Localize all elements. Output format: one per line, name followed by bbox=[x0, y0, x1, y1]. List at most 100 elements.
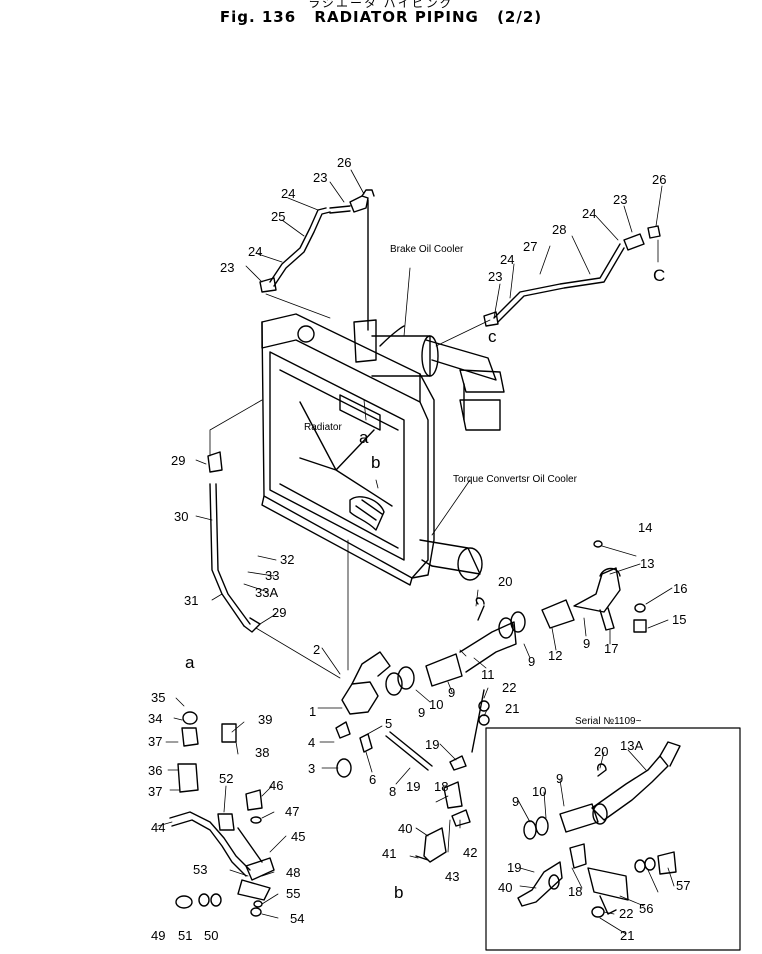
part-label: 26 bbox=[652, 172, 666, 187]
caption-brake-oil-cooler: Brake Oil Cooler bbox=[390, 244, 464, 255]
part-label: 22 bbox=[502, 680, 516, 695]
serial-inset bbox=[485, 727, 741, 951]
part-label: 42 bbox=[463, 845, 477, 860]
part-label: 33 bbox=[265, 568, 279, 583]
ref-b: b bbox=[371, 453, 380, 472]
part-label: 23 bbox=[488, 269, 502, 284]
japanese-title: ラジエータ パイピング bbox=[308, 0, 454, 10]
part-label: 13A bbox=[620, 738, 643, 753]
caption-radiator: Radiator bbox=[304, 422, 342, 433]
part-label: 52 bbox=[219, 771, 233, 786]
part-label: 15 bbox=[672, 612, 686, 627]
part-label: 18 bbox=[434, 779, 448, 794]
water-pipe-chain bbox=[335, 540, 647, 863]
part-label: 54 bbox=[290, 911, 304, 926]
part-label: 34 bbox=[148, 711, 162, 726]
repeat-labels: 24 23 23 24 24 23 26 29 9 9 9 18 19 37 4… bbox=[148, 172, 666, 943]
part-label: 56 bbox=[639, 901, 653, 916]
torque-converter-oil-cooler bbox=[419, 539, 483, 581]
part-label: 9 bbox=[556, 771, 563, 786]
part-label: 43 bbox=[445, 869, 459, 884]
part-label: 57 bbox=[676, 878, 690, 893]
ref-b-lower: b bbox=[394, 883, 403, 902]
radiator-body bbox=[261, 313, 435, 586]
brake-oil-cooler bbox=[353, 319, 505, 431]
part-label: 23 bbox=[313, 170, 327, 185]
part-label: 21 bbox=[620, 928, 634, 943]
part-label: 26 bbox=[337, 155, 351, 170]
part-label: 39 bbox=[258, 712, 272, 727]
part-label: 23 bbox=[220, 260, 234, 275]
part-label: 29 bbox=[272, 605, 286, 620]
ref-a: a bbox=[359, 428, 369, 447]
part-label: 28 bbox=[552, 222, 566, 237]
part-label: 46 bbox=[269, 778, 283, 793]
part-label: 5 bbox=[385, 716, 392, 731]
part-label: 50 bbox=[204, 928, 218, 943]
part-label: 6 bbox=[369, 772, 376, 787]
part-label: 20 bbox=[498, 574, 512, 589]
part-label: 27 bbox=[523, 239, 537, 254]
part-label: 17 bbox=[604, 641, 618, 656]
part-label: 24 bbox=[500, 252, 514, 267]
part-label: 30 bbox=[174, 509, 188, 524]
part-label: 2 bbox=[313, 642, 320, 657]
part-label: 55 bbox=[286, 886, 300, 901]
part-label: 32 bbox=[280, 552, 294, 567]
lower-left-parts bbox=[169, 711, 275, 917]
fig-sheet: (2/2) bbox=[497, 8, 543, 26]
part-label: 19 bbox=[507, 860, 521, 875]
part-label: 35 bbox=[151, 690, 165, 705]
part-label: 19 bbox=[425, 737, 439, 752]
part-label: 23 bbox=[613, 192, 627, 207]
part-label: 9 bbox=[418, 705, 425, 720]
part-label: 33A bbox=[255, 585, 278, 600]
part-label: 45 bbox=[291, 829, 305, 844]
part-label: 16 bbox=[673, 581, 687, 596]
part-label: 24 bbox=[248, 244, 262, 259]
caption-torque-cooler: Torque Convertsr Oil Cooler bbox=[453, 474, 578, 485]
part-label: 12 bbox=[548, 648, 562, 663]
ref-c: c bbox=[488, 327, 497, 346]
part-label: 9 bbox=[512, 794, 519, 809]
part-label: 29 bbox=[171, 453, 185, 468]
fig-number: Fig. 136 bbox=[219, 8, 297, 26]
part-label: 36 bbox=[148, 763, 162, 778]
caption-serial: Serial №1109~ bbox=[575, 716, 642, 727]
part-label: 4 bbox=[308, 735, 315, 750]
drain-hose bbox=[207, 451, 261, 633]
part-label: 24 bbox=[582, 206, 596, 221]
guide-lines bbox=[209, 267, 491, 679]
part-label: 53 bbox=[193, 862, 207, 877]
part-label: 18 bbox=[568, 884, 582, 899]
part-label: 47 bbox=[285, 804, 299, 819]
ref-a-lower: a bbox=[185, 653, 195, 672]
part-label: 20 bbox=[594, 744, 608, 759]
part-label: 9 bbox=[583, 636, 590, 651]
part-label: 19 bbox=[406, 779, 420, 794]
brake-line-right bbox=[483, 225, 661, 327]
part-label: 37 bbox=[148, 734, 162, 749]
part-label: 9 bbox=[448, 685, 455, 700]
fig-title: RADIATOR PIPING bbox=[314, 8, 479, 26]
part-label: 9 bbox=[528, 654, 535, 669]
part-label: 10 bbox=[429, 697, 443, 712]
part-label: 25 bbox=[271, 209, 285, 224]
brake-line-left bbox=[259, 189, 375, 331]
part-labels: 1 2 3 4 5 6 7 8 9 10 11 12 13 13A 14 15 … bbox=[148, 155, 690, 943]
part-label: 38 bbox=[255, 745, 269, 760]
part-label: 40 bbox=[398, 821, 412, 836]
label-leaders bbox=[157, 169, 675, 935]
part-label: 49 bbox=[151, 928, 165, 943]
ref-C: C bbox=[653, 266, 665, 285]
part-label: 44 bbox=[151, 820, 165, 835]
part-label: 14 bbox=[638, 520, 652, 535]
part-label: 51 bbox=[178, 928, 192, 943]
part-label: 3 bbox=[308, 761, 315, 776]
part-label: 22 bbox=[619, 906, 633, 921]
part-label: 37 bbox=[148, 784, 162, 799]
part-label: 10 bbox=[532, 784, 546, 799]
part-label: 31 bbox=[184, 593, 198, 608]
part-label: 24 bbox=[281, 186, 295, 201]
